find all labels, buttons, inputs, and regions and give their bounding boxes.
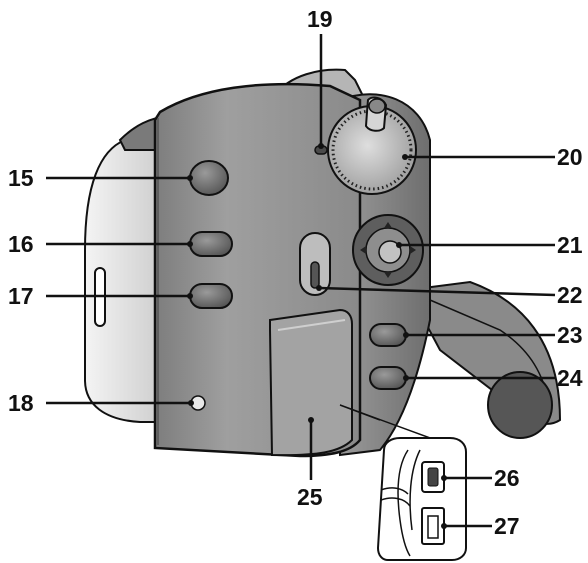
button-15 xyxy=(189,160,229,196)
leader-arrowheads xyxy=(187,143,447,529)
leader-22 xyxy=(318,286,556,297)
callout-26: 26 xyxy=(494,465,520,491)
button-24 xyxy=(369,366,407,390)
inset-cable xyxy=(380,487,411,507)
callout-27: 27 xyxy=(494,513,520,539)
mode-dial-ticks xyxy=(331,109,413,191)
terminal-cover xyxy=(269,308,353,457)
callout-21: 21 xyxy=(557,232,583,258)
callout-15: 15 xyxy=(8,165,34,191)
callout-25: 25 xyxy=(297,484,323,510)
button-23 xyxy=(369,323,407,347)
callout-22: 22 xyxy=(557,282,583,308)
joystick-knob xyxy=(378,240,402,264)
callout-23: 23 xyxy=(557,322,583,348)
callout-16: 16 xyxy=(8,231,34,257)
callout-17: 17 xyxy=(8,283,34,309)
leader-lines xyxy=(46,34,556,528)
usb-port-26-inner xyxy=(427,467,439,487)
button-17 xyxy=(189,283,233,309)
grip-strap xyxy=(84,139,161,423)
dv-port-27-inner xyxy=(427,515,439,539)
lens-hood xyxy=(487,371,553,439)
callout-24: 24 xyxy=(557,365,583,391)
terminal-cover-edge xyxy=(277,319,346,331)
callout-20: 20 xyxy=(557,144,583,170)
inset-body-edge xyxy=(397,449,421,557)
callout-19: 19 xyxy=(307,6,333,32)
switch-22-slider xyxy=(310,261,320,289)
mode-dial-lever-top xyxy=(368,98,386,114)
callout-18: 18 xyxy=(8,390,34,416)
button-16 xyxy=(189,231,233,257)
